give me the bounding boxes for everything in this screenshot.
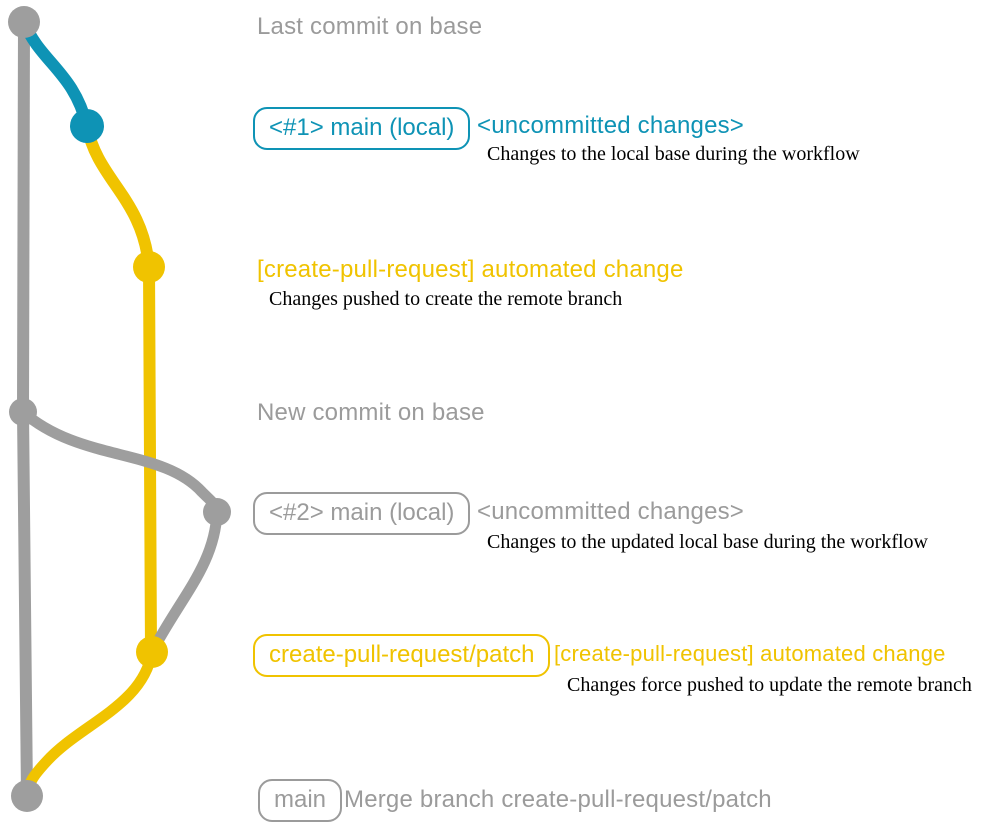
- caption-pushed-create-remote: Changes pushed to create the remote bran…: [269, 288, 623, 310]
- branch-tag-main-local-1: <#1> main (local): [253, 107, 471, 150]
- label-automated-change-1: [create-pull-request] automated change: [257, 256, 684, 283]
- commit-node-local-main-2: [203, 498, 231, 526]
- commit-node-local-main-1: [70, 109, 104, 143]
- caption-local-base-changes: Changes to the local base during the wor…: [487, 143, 860, 165]
- commit-node-merge-commit: [11, 780, 43, 812]
- label-merge-branch: Merge branch create-pull-request/patch: [344, 786, 772, 813]
- branch-tag-create-pull-request-patch: create-pull-request/patch: [253, 634, 551, 677]
- branch-tag-main-local-2: <#2> main (local): [253, 492, 471, 535]
- branch-line-local-main-2-in: [146, 506, 223, 658]
- branch-line-local-main-2-out: [17, 406, 223, 518]
- commit-node-last-commit-on-base: [8, 6, 40, 38]
- label-last-commit-on-base: Last commit on base: [257, 13, 483, 40]
- commit-node-automated-change-1: [133, 251, 165, 283]
- label-new-commit-on-base: New commit on base: [257, 399, 485, 426]
- branch-line-patch-create: [81, 120, 155, 273]
- status-uncommitted-changes-2: <uncommitted changes>: [477, 498, 745, 525]
- branch-tag-main: main: [258, 779, 343, 822]
- status-uncommitted-changes-1: <uncommitted changes>: [477, 112, 745, 139]
- commit-node-new-commit-on-base: [9, 398, 37, 426]
- commit-node-automated-change-2: [136, 636, 168, 668]
- branch-line-patch-merge: [21, 646, 158, 802]
- label-automated-change-2: [create-pull-request] automated change: [554, 641, 946, 666]
- branch-line-local-main-1: [18, 16, 93, 132]
- caption-updated-local-base-changes: Changes to the updated local base during…: [487, 531, 928, 553]
- caption-force-pushed-update-remote: Changes force pushed to update the remot…: [567, 674, 972, 696]
